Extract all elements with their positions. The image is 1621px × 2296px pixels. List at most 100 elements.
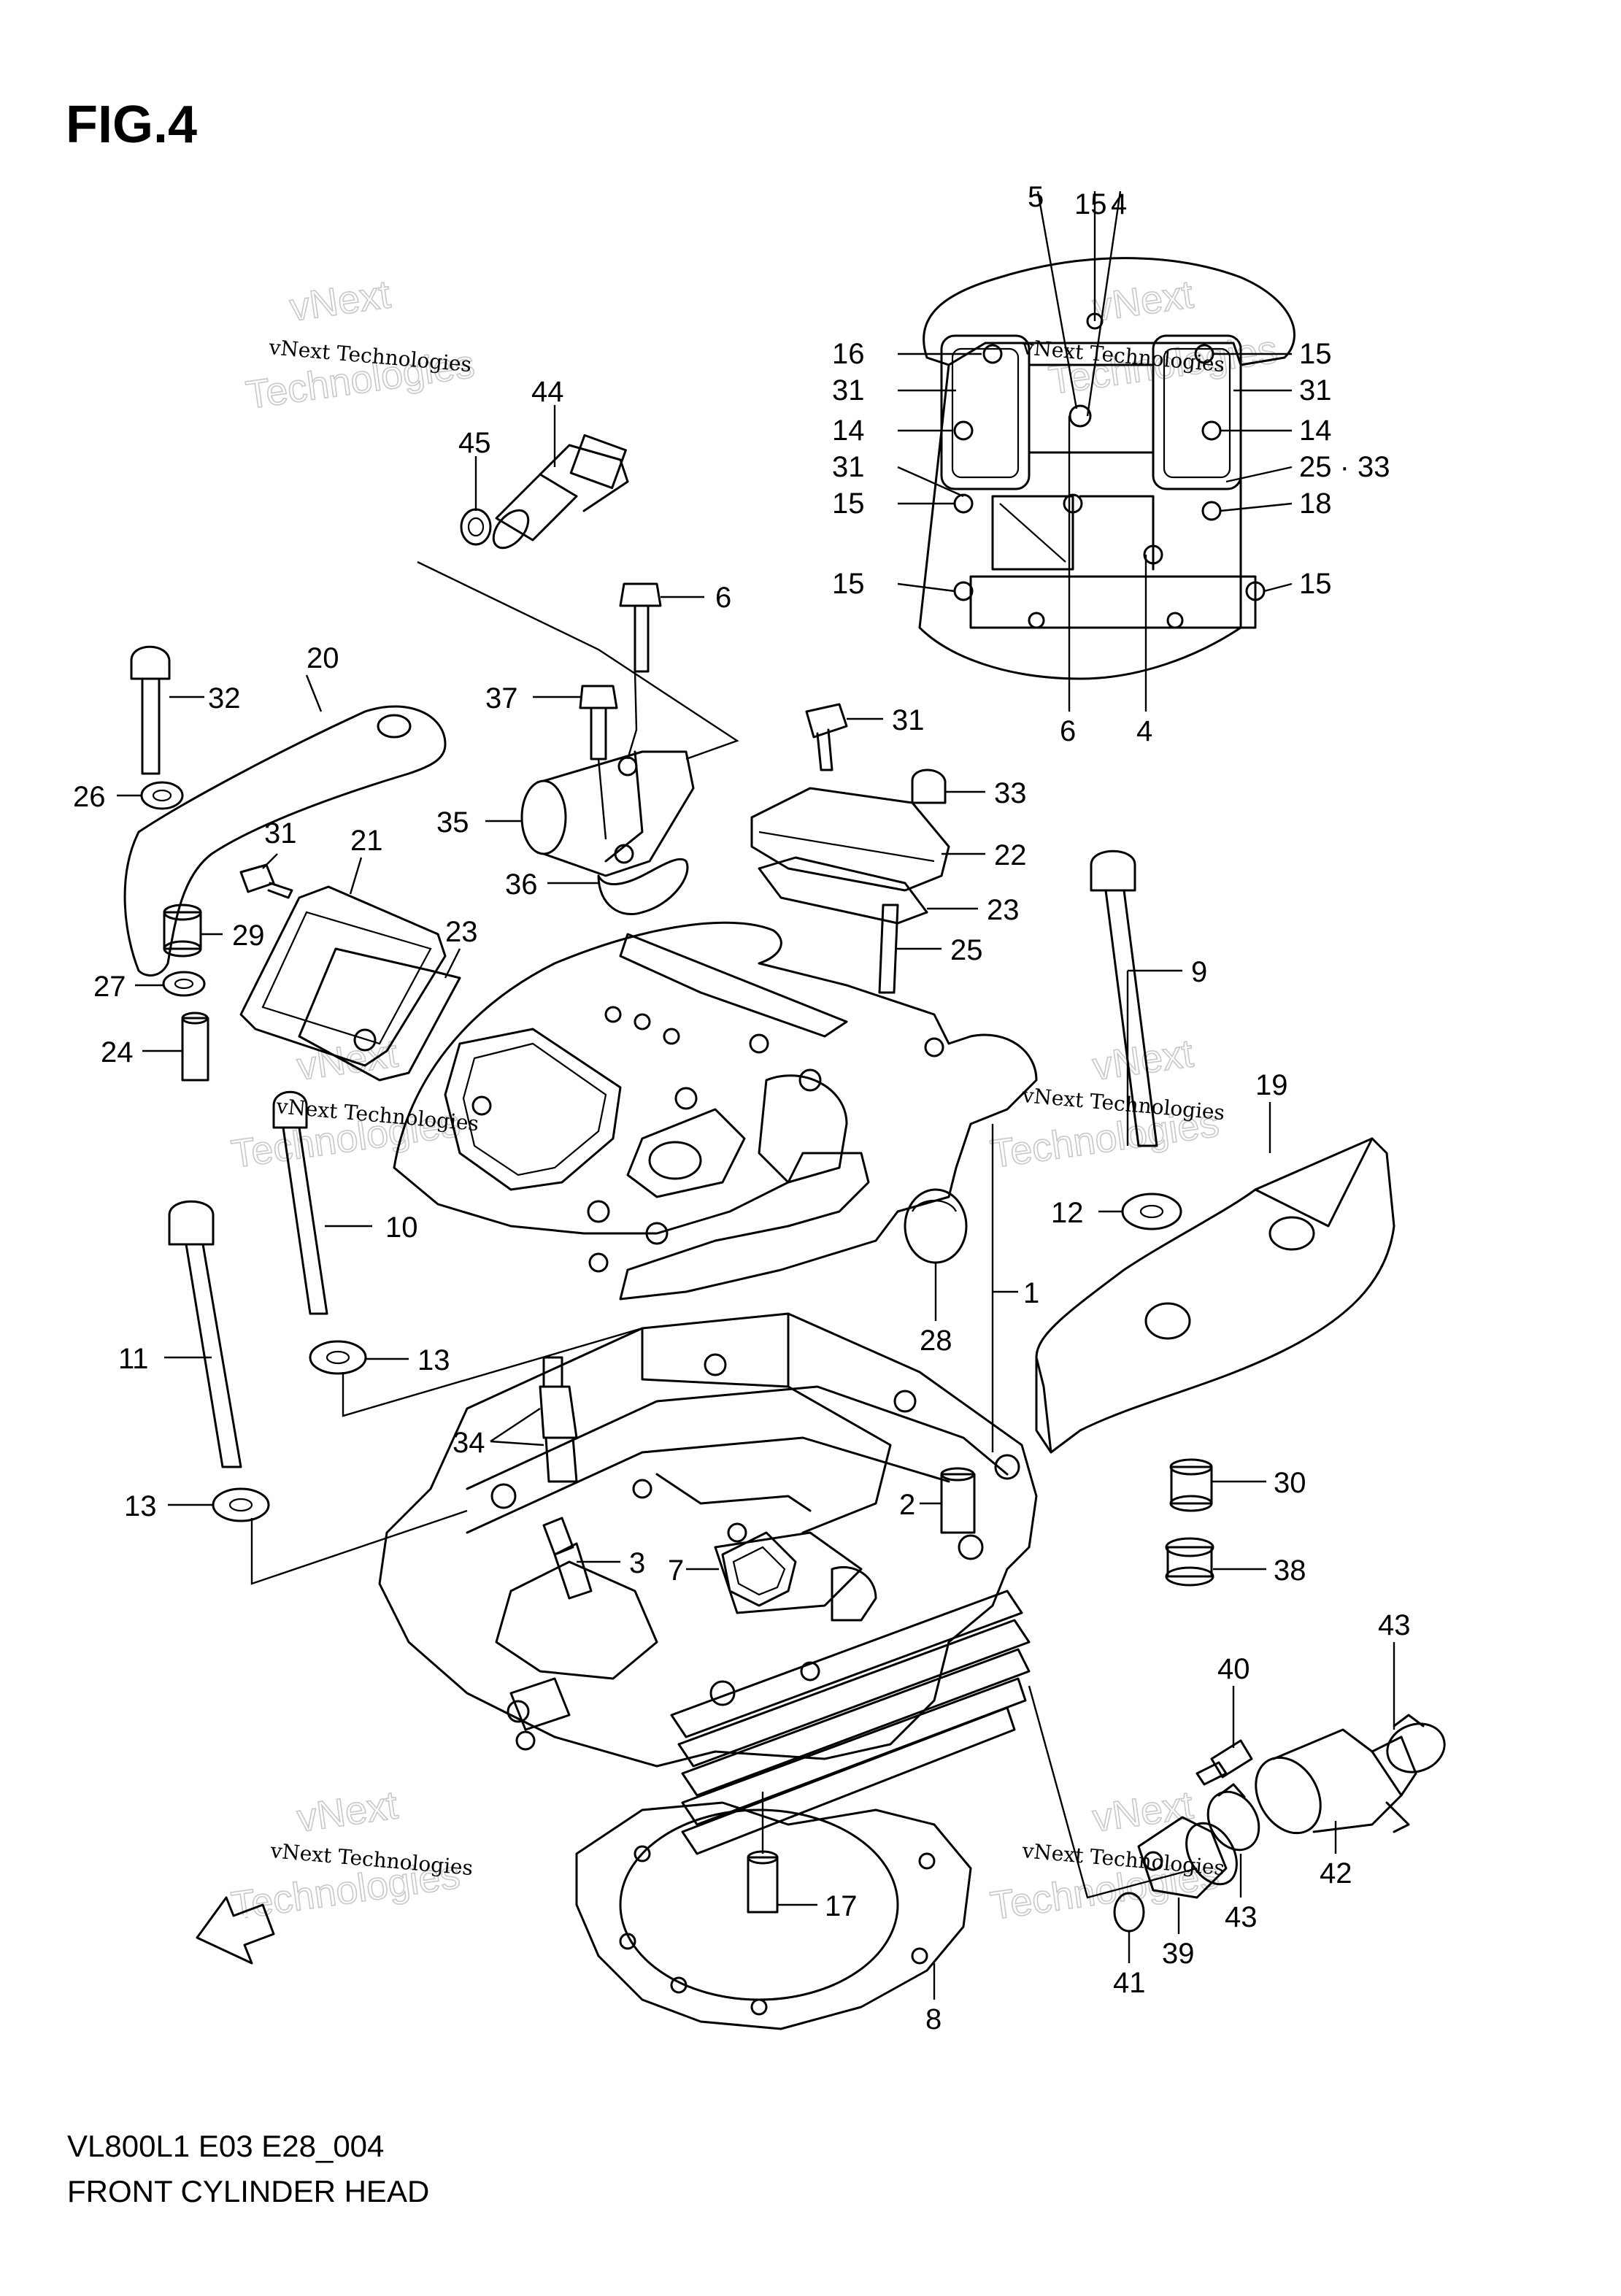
callout-36: 36	[505, 868, 538, 901]
callout-16: 16	[832, 338, 865, 370]
callout-14-b: 14	[1299, 415, 1332, 447]
callout-23-left: 23	[445, 916, 478, 948]
svg-text:vNext: vNext	[1090, 272, 1195, 330]
callout-37: 37	[485, 682, 518, 714]
callout-22: 22	[994, 839, 1027, 871]
part-30-damper	[1169, 1458, 1213, 1512]
part-10-bolt	[272, 1090, 328, 1315]
assembly-lines	[250, 560, 1198, 1899]
callout-2: 2	[899, 1489, 915, 1521]
callout-4-inset: 4	[1136, 715, 1152, 747]
callout-44: 44	[531, 376, 564, 408]
part-2-dowel-pin	[940, 1467, 976, 1534]
part-20-side-cover	[123, 705, 447, 977]
part-44-temperature-sensor	[492, 434, 629, 550]
part-26-washer	[140, 781, 184, 810]
callout-45: 45	[458, 427, 491, 459]
figure-title: FIG.4	[66, 96, 198, 154]
part-31-bolt-middle	[805, 703, 848, 771]
callout-14-a: 14	[832, 415, 865, 447]
callout-18: 18	[1299, 488, 1332, 520]
watermark-mid-right: vNext Technologies vNext Technologies	[987, 1030, 1226, 1176]
part-17-dowel-pin	[747, 1850, 779, 1914]
inset-head-top-view	[918, 257, 1295, 680]
callout-35: 35	[436, 806, 469, 839]
callout-15-d: 15	[1299, 338, 1332, 370]
part-27-washer	[162, 971, 206, 997]
part-40-screw	[1195, 1739, 1253, 1786]
watermark-bottom-right: vNext Technologies vNext Technologies	[987, 1782, 1226, 1928]
callout-11: 11	[118, 1343, 149, 1375]
callout-21: 21	[350, 825, 383, 857]
callout-24: 24	[101, 1036, 134, 1068]
callout-20: 20	[307, 642, 339, 674]
callout-27: 27	[93, 971, 126, 1003]
part-19-cylinder-cover	[1035, 1137, 1395, 1454]
part-13-washer-b	[212, 1487, 270, 1522]
part-23-gasket-left	[298, 947, 461, 1082]
cylinder-head	[378, 1312, 1038, 1855]
callout-41: 41	[1113, 1967, 1146, 1999]
callout-43-top: 43	[1378, 1609, 1411, 1641]
callout-3: 3	[629, 1547, 645, 1579]
part-22-valve-cap	[750, 787, 950, 892]
callout-15-e: 15	[1299, 568, 1332, 600]
callout-8: 8	[925, 2003, 942, 2035]
callout-31-e: 31	[264, 817, 297, 850]
svg-text:vNext: vNext	[1090, 1783, 1195, 1841]
callout-25-33: 25 · 33	[1299, 451, 1390, 483]
part-29-damper	[163, 904, 202, 958]
figure-footer: VL800L1 E03 E28_004 FRONT CYLINDER HEAD	[67, 2124, 429, 2214]
camshaft-holder	[393, 921, 1038, 1301]
callout-19: 19	[1255, 1069, 1288, 1101]
part-37-bolt	[579, 685, 618, 760]
callout-10: 10	[385, 1211, 418, 1244]
part-38-damper	[1165, 1537, 1214, 1587]
callout-9: 9	[1191, 956, 1207, 988]
part-43-clamp-a	[1206, 1783, 1260, 1852]
part-43-clamp-b	[1386, 1714, 1446, 1773]
callout-31-a: 31	[832, 374, 865, 407]
part-21-valve-cover-left	[239, 885, 447, 1067]
callout-39: 39	[1162, 1938, 1195, 1970]
part-45-washer	[460, 508, 492, 546]
part-24-dowel-pin	[181, 1012, 209, 1082]
callout-43-bottom: 43	[1225, 1901, 1258, 1933]
part-11-bolt	[168, 1200, 242, 1468]
callout-15-top: 15	[1074, 188, 1107, 220]
callout-31-b: 31	[832, 451, 865, 483]
callout-23-right: 23	[987, 894, 1020, 926]
model-code: VL800L1 E03 E28_004	[67, 2129, 385, 2163]
callout-31-d: 31	[892, 704, 925, 736]
callout-31-c: 31	[1299, 374, 1332, 407]
part-3-spark-plug	[542, 1517, 593, 1600]
callout-26: 26	[73, 781, 106, 813]
svg-text:vNext: vNext	[294, 1783, 400, 1841]
callout-7: 7	[668, 1555, 684, 1587]
watermark-mid-left: vNext Technologies vNext Technologies	[228, 1030, 480, 1176]
callout-28: 28	[920, 1325, 952, 1357]
part-13-washer-a	[309, 1340, 367, 1375]
callout-4-top: 4	[1111, 188, 1127, 220]
part-28-plug	[904, 1188, 968, 1264]
part-42-intake-pipe	[1255, 1728, 1417, 1835]
part-36-o-ring	[597, 858, 689, 916]
callout-17: 17	[825, 1890, 858, 1922]
part-9-bolt	[1090, 850, 1158, 1147]
callout-32: 32	[208, 682, 241, 714]
part-32-bolt	[130, 645, 171, 775]
callout-labels: 5 15 4 16 31 14 31 15 15 15 31 14 25 · 3…	[73, 181, 1411, 2035]
callout-6: 6	[715, 582, 731, 614]
callout-13-a: 13	[417, 1344, 450, 1376]
part-35-water-outlet	[520, 750, 695, 877]
callout-30: 30	[1274, 1467, 1306, 1499]
part-6-bolt	[619, 582, 662, 673]
part-23-gasket-right	[758, 856, 928, 925]
callout-34: 34	[453, 1427, 485, 1459]
callout-40: 40	[1217, 1653, 1250, 1685]
callout-38: 38	[1274, 1555, 1306, 1587]
callout-1: 1	[1023, 1277, 1039, 1309]
part-31-bolt-left	[239, 863, 293, 899]
callout-15-c: 15	[832, 568, 865, 600]
callout-29: 29	[232, 920, 265, 952]
